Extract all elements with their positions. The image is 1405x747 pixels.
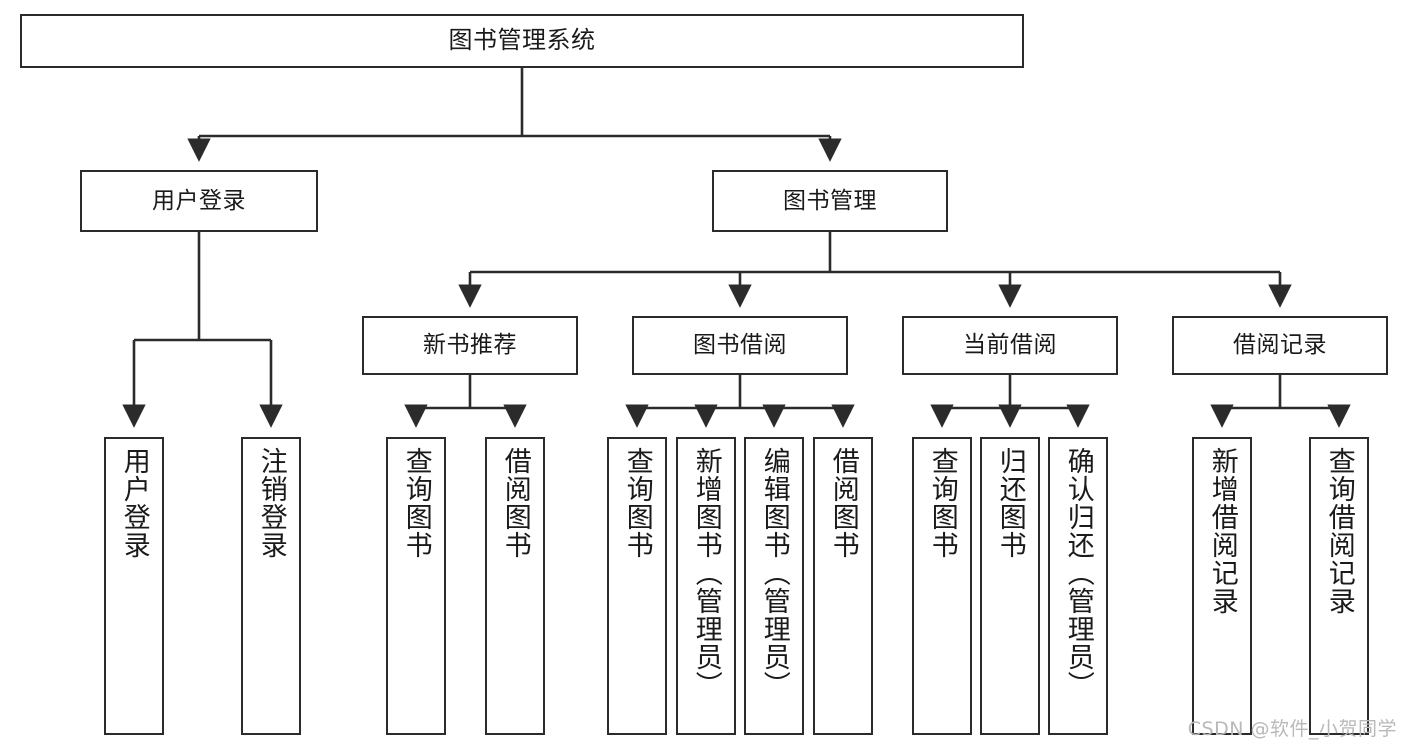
node-label: 借阅记录 — [1233, 332, 1327, 359]
node-root-book-management-system[interactable]: 图书管理系统 — [20, 14, 1024, 68]
leaf-return-book[interactable]: 归还图书 — [980, 437, 1040, 735]
leaf-borrow-book[interactable]: 借阅图书 — [813, 437, 873, 735]
node-label: 查询图书 — [926, 447, 958, 559]
leaf-edit-book-admin[interactable]: 编辑图书（管理员） — [744, 437, 804, 735]
node-user-login[interactable]: 用户登录 — [80, 170, 318, 232]
node-borrow-record[interactable]: 借阅记录 — [1172, 316, 1388, 375]
node-label: 新书推荐 — [423, 332, 517, 359]
node-label: 用户登录 — [152, 187, 246, 214]
node-label: 确认归还（管理员） — [1062, 447, 1094, 699]
node-new-book-recommendation[interactable]: 新书推荐 — [362, 316, 578, 375]
watermark: CSDN @软件_小贺同学 — [1187, 718, 1397, 740]
leaf-query-book-recommendation[interactable]: 查询图书 — [386, 437, 446, 735]
leaf-add-borrow-record[interactable]: 新增借阅记录 — [1192, 437, 1252, 735]
node-label: 查询借阅记录 — [1323, 447, 1355, 615]
node-label: 编辑图书（管理员） — [758, 447, 790, 699]
node-label: 查询图书 — [621, 447, 653, 559]
node-label: 图书借阅 — [693, 332, 787, 359]
node-label: 用户登录 — [118, 447, 150, 559]
node-label: 借阅图书 — [827, 447, 859, 559]
node-current-borrow[interactable]: 当前借阅 — [902, 316, 1118, 375]
node-label: 注销登录 — [255, 447, 287, 559]
node-label: 图书管理 — [783, 187, 877, 214]
leaf-borrow-book-recommendation[interactable]: 借阅图书 — [485, 437, 545, 735]
node-label: 借阅图书 — [499, 447, 531, 559]
node-book-borrow[interactable]: 图书借阅 — [632, 316, 848, 375]
node-label: 图书管理系统 — [448, 26, 596, 55]
leaf-query-book-borrow[interactable]: 查询图书 — [607, 437, 667, 735]
leaf-user-login[interactable]: 用户登录 — [104, 437, 164, 735]
node-label: 当前借阅 — [963, 332, 1057, 359]
leaf-query-borrow-record[interactable]: 查询借阅记录 — [1309, 437, 1369, 735]
node-label: 新增借阅记录 — [1206, 447, 1238, 615]
node-book-management[interactable]: 图书管理 — [712, 170, 948, 232]
leaf-logout[interactable]: 注销登录 — [241, 437, 301, 735]
leaf-confirm-return-admin[interactable]: 确认归还（管理员） — [1048, 437, 1108, 735]
node-label: 查询图书 — [400, 447, 432, 559]
node-label: 新增图书（管理员） — [690, 447, 722, 699]
node-label: 归还图书 — [994, 447, 1026, 559]
leaf-add-book-admin[interactable]: 新增图书（管理员） — [676, 437, 736, 735]
leaf-query-book-current[interactable]: 查询图书 — [912, 437, 972, 735]
